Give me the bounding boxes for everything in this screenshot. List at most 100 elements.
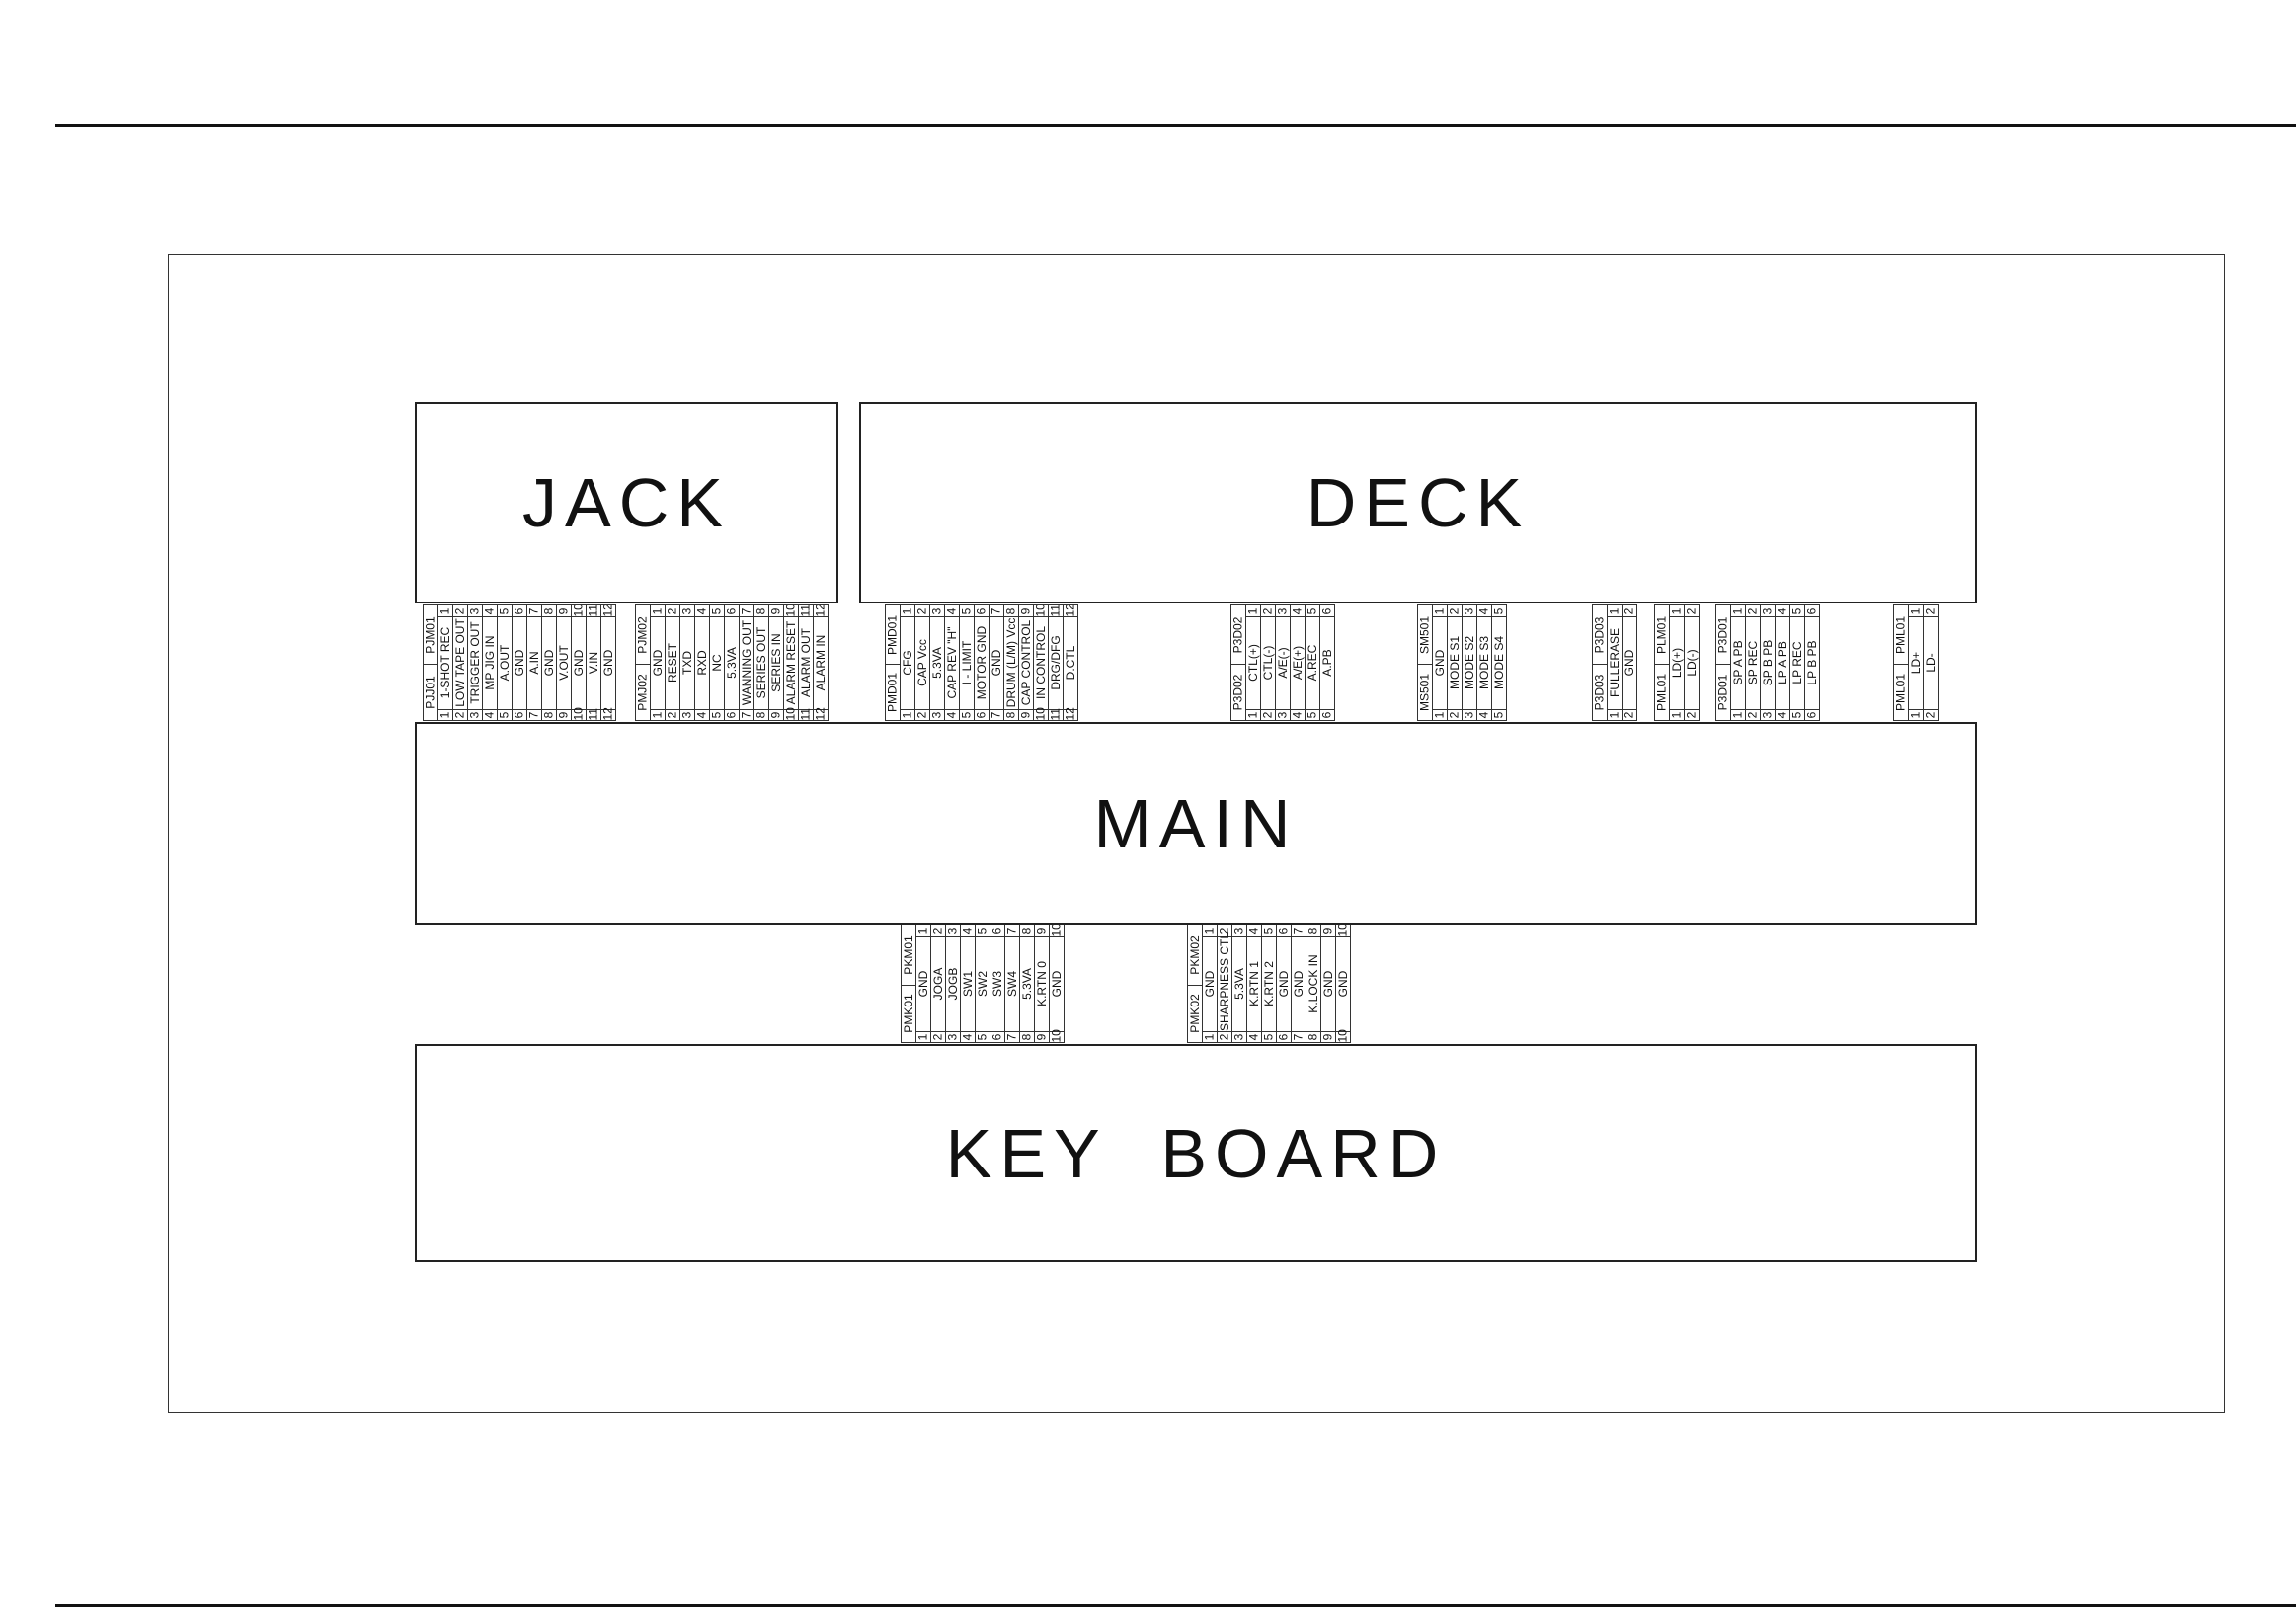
cell-divider: [799, 616, 813, 617]
cell-divider: [1463, 616, 1476, 617]
pin-signal-label: SERIES IN: [768, 633, 783, 692]
pin-number-top: 12: [813, 604, 828, 616]
pin-number-bottom: 3: [945, 1033, 960, 1040]
pin-number-bottom: 2: [452, 711, 467, 718]
jack-label: JACK: [522, 464, 731, 541]
pin-signal-label: CAP CONTROL: [1018, 619, 1033, 706]
cell-divider: [1790, 709, 1804, 710]
pin-number-top: 5: [1789, 607, 1804, 614]
cell-divider: [1188, 985, 1202, 986]
pin-number-bottom: 9: [556, 711, 571, 718]
cell-divider: [680, 616, 694, 617]
pin-number-top: 2: [1447, 607, 1462, 614]
cell-divider: [1246, 616, 1260, 617]
deck-block: DECK: [859, 402, 1977, 603]
pin-number-top: 2: [665, 607, 679, 614]
pin-number-bottom: 2: [1260, 711, 1275, 718]
pin-signal-label: ALARM IN: [813, 634, 828, 691]
pin-signal-label: GND: [1335, 970, 1350, 998]
pin-signal-label: ALARM RESET: [783, 620, 798, 705]
pin-number-top: 3: [929, 607, 944, 614]
pin-signal-label: GND: [1432, 649, 1447, 677]
cell-divider: [960, 709, 974, 710]
cell-divider: [1005, 1031, 1019, 1032]
pin-number-top: 8: [1003, 607, 1018, 614]
pin-number-bottom: 5: [1491, 711, 1506, 718]
pin-number-bottom: 1: [1432, 711, 1447, 718]
connector-header-bottom: PMK02: [1187, 994, 1202, 1033]
pin-signal-label: A/E(+): [1290, 645, 1305, 681]
cell-divider: [468, 709, 482, 710]
cell-divider: [1034, 616, 1048, 617]
pin-number-top: 11: [798, 604, 813, 616]
cell-divider: [1306, 709, 1319, 710]
pin-signal-label: NC: [709, 654, 724, 672]
cell-divider: [1019, 616, 1033, 617]
pin-signal-label: IN CONTROL: [1033, 626, 1048, 700]
cell-divider: [1731, 709, 1745, 710]
pin-number-top: 10: [1335, 925, 1350, 936]
cell-divider: [975, 709, 989, 710]
pin-signal-label: MODE S4: [1491, 636, 1506, 690]
pin-number-bottom: 2: [1447, 711, 1462, 718]
pin-number-bottom: 7: [739, 711, 753, 718]
cell-divider: [483, 616, 497, 617]
cell-divider: [666, 616, 679, 617]
pin-number-bottom: 5: [709, 711, 724, 718]
pin-number-top: 4: [1775, 607, 1789, 614]
pin-number-bottom: 8: [1306, 1033, 1320, 1040]
pin-signal-label: LOW TAPE OUT: [452, 618, 467, 707]
pin-number-bottom: 4: [1775, 711, 1789, 718]
cell-divider: [990, 616, 1003, 617]
cell-divider: [976, 1031, 990, 1032]
cell-divider: [680, 709, 694, 710]
pin-signal-label: LD(-): [1684, 649, 1699, 677]
pin-number-bottom: 4: [944, 711, 959, 718]
cell-divider: [1909, 709, 1923, 710]
cell-divider: [1277, 936, 1291, 937]
pin-number-bottom: 2: [1923, 711, 1938, 718]
cell-divider: [601, 616, 615, 617]
pin-number-bottom: 3: [679, 711, 694, 718]
cell-divider: [961, 1031, 975, 1032]
cell-divider: [1746, 616, 1760, 617]
cell-divider: [1909, 616, 1923, 617]
pin-number-bottom: 8: [541, 711, 556, 718]
cell-divider: [513, 616, 526, 617]
cell-divider: [886, 664, 900, 665]
pin-signal-label: FULLERASE: [1607, 627, 1622, 698]
cell-divider: [1247, 1031, 1261, 1032]
cell-divider: [740, 616, 753, 617]
pin-signal-label: SP A PB: [1730, 640, 1745, 685]
cell-divider: [931, 1031, 945, 1032]
cell-divider: [1320, 709, 1334, 710]
pin-number-top: 2: [930, 927, 945, 934]
cell-divider: [1790, 616, 1804, 617]
connector-header-top: P3D03: [1592, 616, 1607, 653]
pin-number-bottom: 1: [1669, 711, 1684, 718]
cell-divider: [651, 709, 665, 710]
cell-divider: [769, 616, 783, 617]
pin-number-bottom: 5: [975, 1033, 990, 1040]
pin-signal-label: GND: [1622, 649, 1636, 677]
pin-number-bottom: 6: [724, 711, 739, 718]
pin-number-top: 1: [650, 607, 665, 614]
pin-number-top: 3: [1462, 607, 1476, 614]
pin-number-bottom: 1: [1607, 711, 1622, 718]
pin-number-top: 6: [1276, 927, 1291, 934]
pin-number-bottom: 1: [900, 711, 914, 718]
